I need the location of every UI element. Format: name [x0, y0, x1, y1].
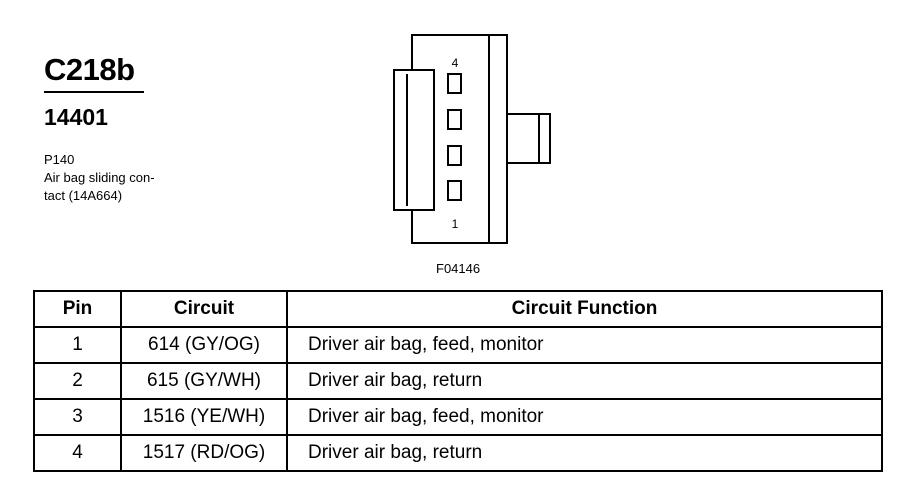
function-cell: Driver air bag, feed, monitor [286, 326, 883, 364]
pin-table: Pin Circuit Circuit Function 1 614 (GY/O… [33, 290, 883, 472]
pin-cell: 1 [33, 326, 122, 364]
table-header-row: Pin Circuit Circuit Function [33, 290, 883, 328]
pin-cavity-2 [447, 145, 462, 166]
pin-cell: 2 [33, 362, 122, 400]
pin-label-top: 4 [452, 56, 459, 70]
header-pin: Pin [33, 290, 122, 328]
circuit-cell: 614 (GY/OG) [120, 326, 288, 364]
header-circuit-function: Circuit Function [286, 290, 883, 328]
function-cell: Driver air bag, return [286, 362, 883, 400]
connector-id: C218b [44, 52, 135, 87]
connector-details: P140 Air bag sliding con- tact (14A664) [44, 151, 155, 205]
connector-latch [506, 113, 551, 164]
pin-cavity-1 [447, 180, 462, 201]
part-number: 14401 [44, 104, 108, 130]
pin-cell: 4 [33, 434, 122, 472]
pin-cell: 3 [33, 398, 122, 436]
function-cell: Driver air bag, return [286, 434, 883, 472]
pin-cavity-3 [447, 109, 462, 130]
function-cell: Driver air bag, feed, monitor [286, 398, 883, 436]
connector-ref: P140 [44, 152, 75, 167]
circuit-cell: 615 (GY/WH) [120, 362, 288, 400]
table-row: 4 1517 (RD/OG) Driver air bag, return [33, 434, 883, 472]
circuit-cell: 1516 (YE/WH) [120, 398, 288, 436]
circuit-cell: 1517 (RD/OG) [120, 434, 288, 472]
pin-label-bottom: 1 [452, 217, 459, 231]
description-line-1: Air bag sliding con- [44, 170, 155, 185]
pin-cavity-4 [447, 73, 462, 94]
title-underline [44, 91, 144, 93]
connector-side-clip [393, 69, 435, 211]
table-row: 1 614 (GY/OG) Driver air bag, feed, moni… [33, 326, 883, 364]
description-line-2: tact (14A664) [44, 188, 123, 203]
figure-code: F04146 [436, 261, 481, 276]
table-row: 3 1516 (YE/WH) Driver air bag, feed, mon… [33, 398, 883, 436]
header-circuit: Circuit [120, 290, 288, 328]
table-row: 2 615 (GY/WH) Driver air bag, return [33, 362, 883, 400]
